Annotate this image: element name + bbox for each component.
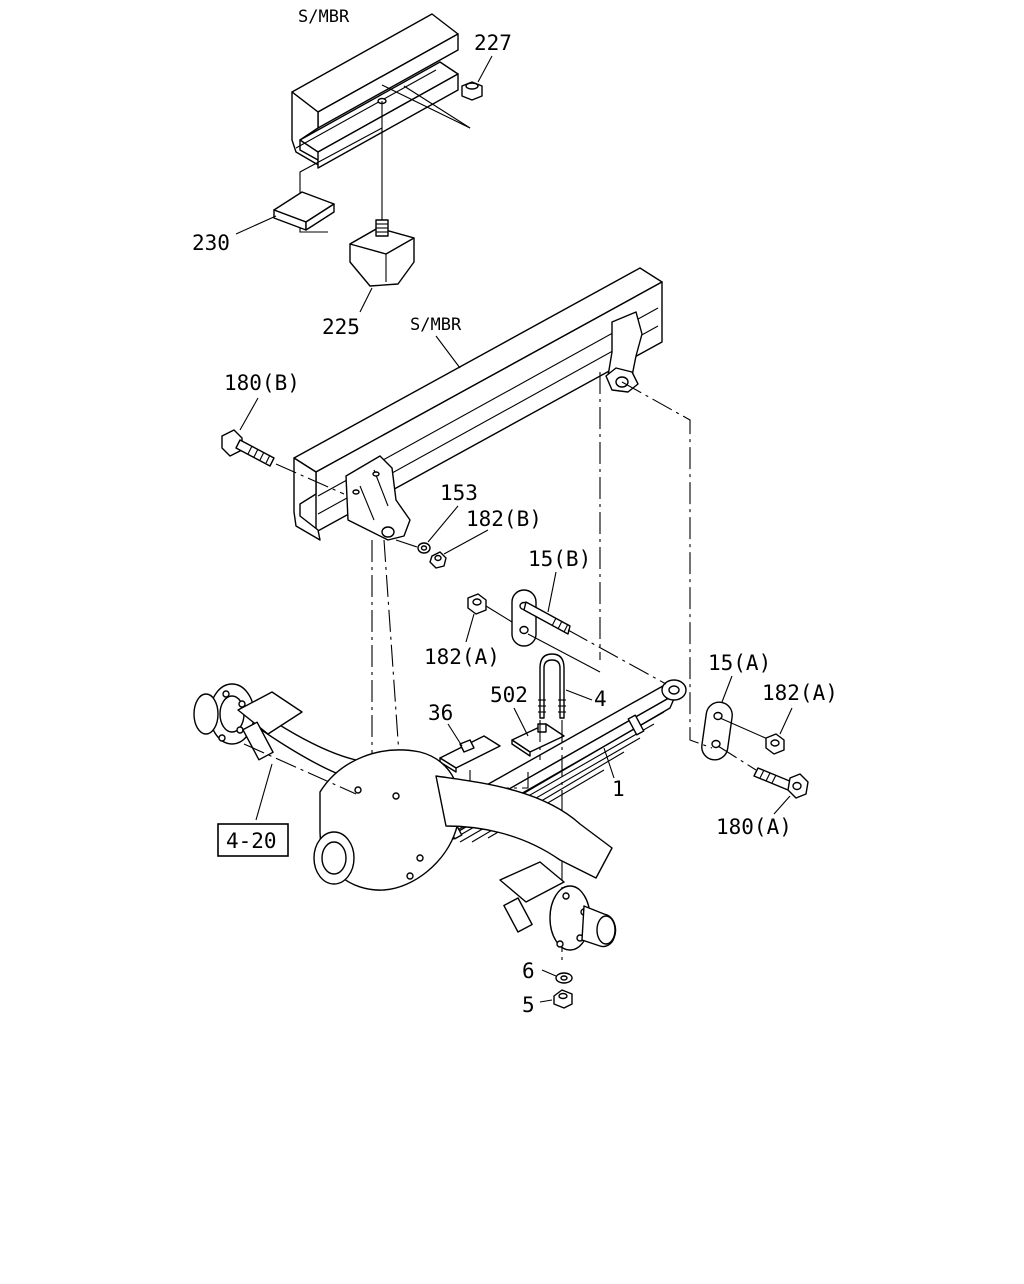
spring-plate-502	[511, 707, 565, 757]
label-182a-left: 182(A)	[424, 645, 500, 669]
washer-6	[541, 969, 573, 984]
label-180b: 180(B)	[224, 371, 300, 395]
label-227: 227	[474, 31, 512, 55]
nut-182b	[429, 529, 489, 569]
label-15b: 15(B)	[528, 547, 591, 571]
label-15a: 15(A)	[708, 651, 771, 675]
spacer-36	[439, 723, 501, 773]
label-153: 153	[440, 481, 478, 505]
label-230: 230	[192, 231, 230, 255]
label-s-mbr-main: S/MBR	[410, 315, 462, 335]
label-1: 1	[612, 777, 625, 801]
label-5: 5	[522, 993, 535, 1017]
front-spring-hanger	[345, 455, 411, 541]
label-182a-right: 182(A)	[762, 681, 838, 705]
label-225: 225	[322, 315, 360, 339]
label-36: 36	[428, 701, 453, 725]
label-6: 6	[522, 959, 535, 983]
main-frame-side-member	[293, 267, 663, 541]
bolt-180b	[221, 397, 345, 495]
reference-4-20-box	[217, 823, 289, 857]
shackle-15b	[485, 571, 601, 673]
rear-spring-hanger	[605, 311, 643, 393]
label-s-mbr-top: S/MBR	[298, 7, 350, 27]
shim-plate-230	[235, 191, 335, 235]
nut-182a-right	[765, 707, 793, 755]
label-180a: 180(A)	[716, 815, 792, 839]
nut-227	[461, 55, 493, 101]
label-4: 4	[594, 687, 607, 711]
rear-axle-housing	[193, 683, 617, 951]
bolt-180a	[717, 745, 809, 815]
washer-153	[417, 505, 459, 554]
upper-frame-side-member	[291, 13, 459, 169]
label-502: 502	[490, 683, 528, 707]
label-182b: 182(B)	[466, 507, 542, 531]
nut-182a-left	[465, 593, 487, 643]
u-bolt-4	[538, 653, 593, 719]
bump-stopper-225	[349, 219, 415, 313]
label-ref-4-20: 4-20	[226, 829, 277, 853]
nut-5	[539, 989, 573, 1009]
shackle-15a	[701, 675, 771, 761]
